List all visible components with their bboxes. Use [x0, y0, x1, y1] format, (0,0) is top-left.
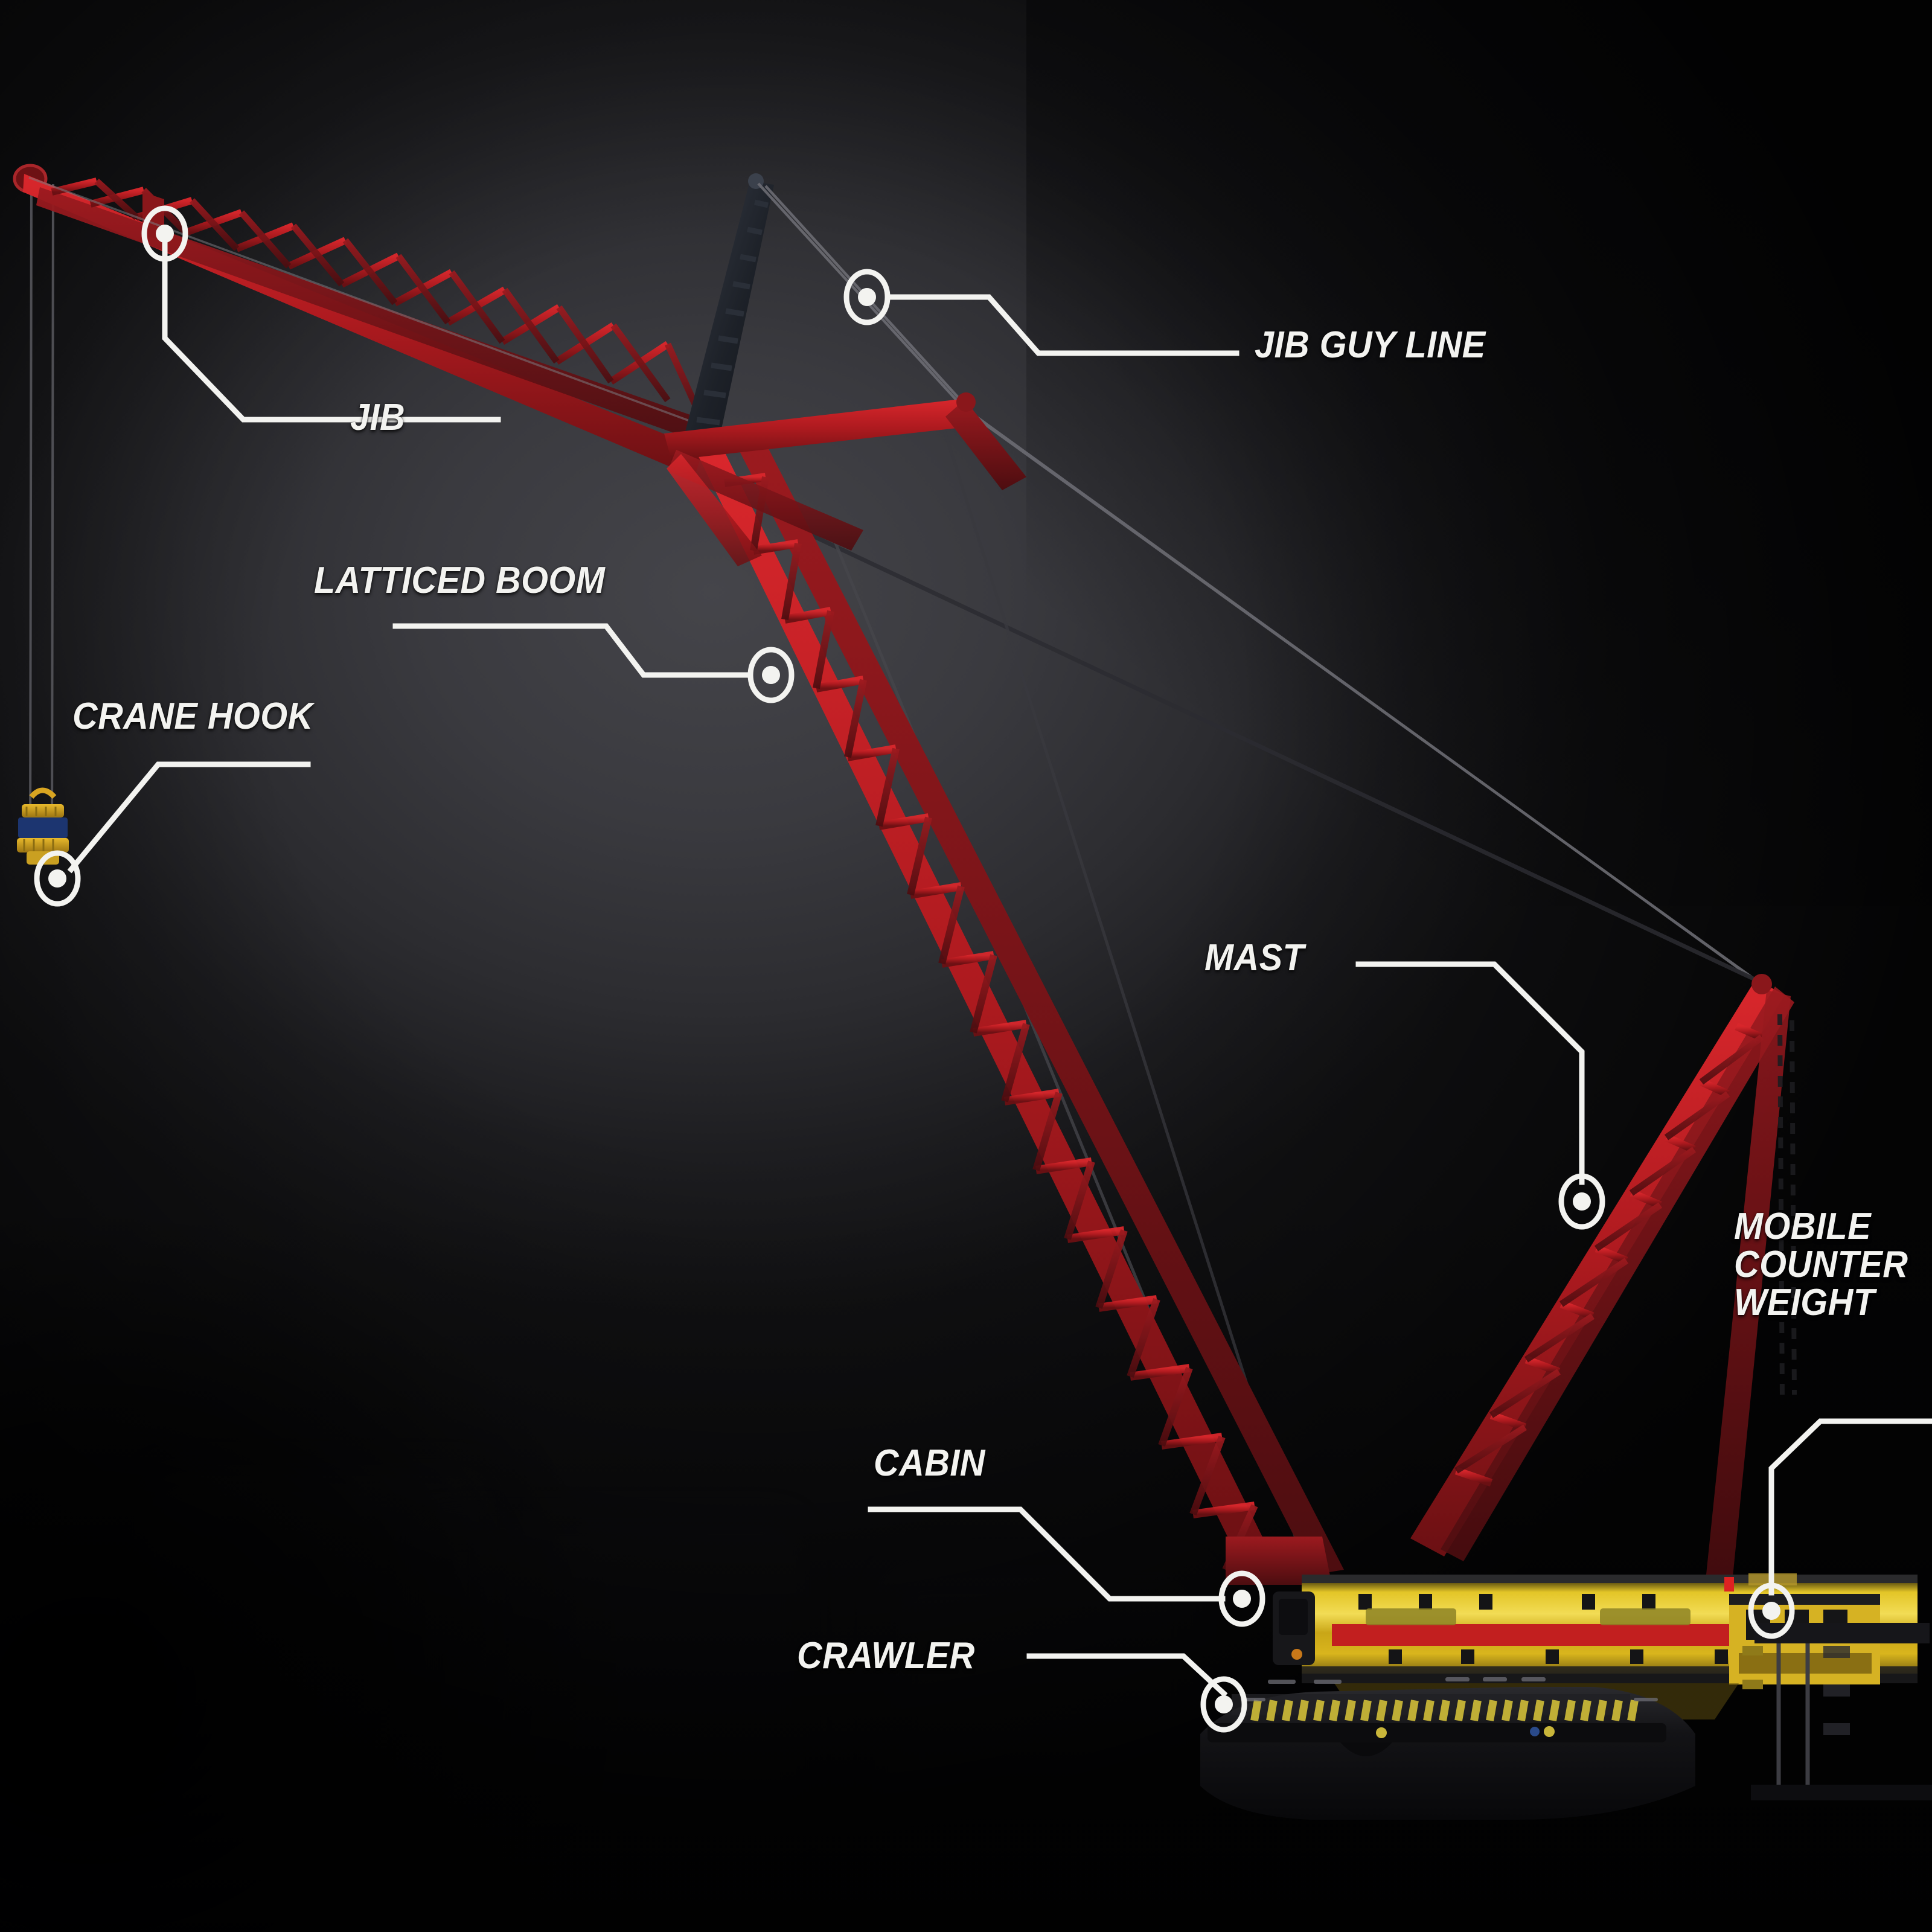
marker-ring-icon — [843, 269, 891, 325]
callout-marker-cabin[interactable] — [1218, 1570, 1265, 1627]
leader-line-mast — [1355, 961, 1585, 1185]
callout-label-crane-hook: CRANE HOOK — [72, 696, 313, 737]
crane-hook-block — [17, 787, 69, 865]
hoist-ropes — [29, 181, 54, 846]
leader-line-mobile-counter-weight — [1768, 1418, 1932, 1596]
jib-strut-mast — [681, 173, 774, 454]
marker-ring-icon — [747, 647, 795, 703]
callout-label-mobile-counter-weight: MOBILE COUNTER WEIGHT — [1734, 1208, 1932, 1322]
marker-ring-icon — [1200, 1676, 1247, 1733]
callout-marker-jib-guy-line[interactable] — [843, 269, 891, 325]
marker-ring-icon — [34, 850, 81, 907]
marker-dot-icon — [762, 666, 780, 684]
leader-line-crawler — [1026, 1653, 1228, 1698]
operator-cabin — [1273, 1591, 1315, 1665]
callout-marker-crane-hook[interactable] — [34, 850, 81, 907]
marker-ring-icon — [1748, 1582, 1795, 1639]
marker-dot-icon — [156, 225, 174, 243]
marker-dot-icon — [48, 869, 66, 888]
callout-label-jib: JIB — [350, 397, 406, 438]
leader-line-jib-guy-line — [884, 294, 1239, 356]
callout-marker-latticed-boom[interactable] — [747, 647, 795, 703]
marker-dot-icon — [1762, 1602, 1780, 1620]
callout-label-crawler: CRAWLER — [797, 1635, 975, 1677]
marker-dot-icon — [1215, 1695, 1233, 1713]
marker-dot-icon — [1233, 1590, 1251, 1608]
callout-label-mast: MAST — [1204, 937, 1305, 979]
leader-line-crane-hook — [67, 761, 311, 874]
mobile-counterweight — [1742, 1623, 1932, 1800]
callout-label-line-2: COUNTER — [1734, 1244, 1908, 1286]
latticed-boom — [664, 392, 1344, 1585]
marker-ring-icon — [1218, 1570, 1265, 1627]
leader-line-cabin — [868, 1506, 1226, 1602]
marker-ring-icon — [141, 205, 188, 262]
mast-assembly — [1410, 974, 1797, 1577]
jib-assembly — [13, 164, 712, 477]
marker-ring-icon — [1558, 1173, 1605, 1230]
callout-marker-mast[interactable] — [1558, 1173, 1605, 1230]
crawler-track — [1200, 1677, 1695, 1820]
callout-label-line-1: MOBILE — [1734, 1206, 1872, 1247]
leader-line-jib — [162, 238, 501, 423]
callout-label-jib-guy-line: JIB GUY LINE — [1255, 324, 1486, 366]
callout-marker-crawler[interactable] — [1200, 1676, 1247, 1733]
leader-line-latticed-boom — [392, 623, 753, 678]
callout-label-cabin: CABIN — [874, 1442, 985, 1484]
callout-marker-mobile-counter-weight[interactable] — [1748, 1582, 1795, 1639]
marker-dot-icon — [1573, 1192, 1591, 1211]
callout-marker-jib[interactable] — [141, 205, 188, 262]
callout-label-latticed-boom: LATTICED BOOM — [314, 560, 606, 601]
boom-head-cluster — [664, 392, 1026, 566]
marker-dot-icon — [858, 288, 876, 306]
callout-label-line-3: WEIGHT — [1734, 1282, 1875, 1324]
